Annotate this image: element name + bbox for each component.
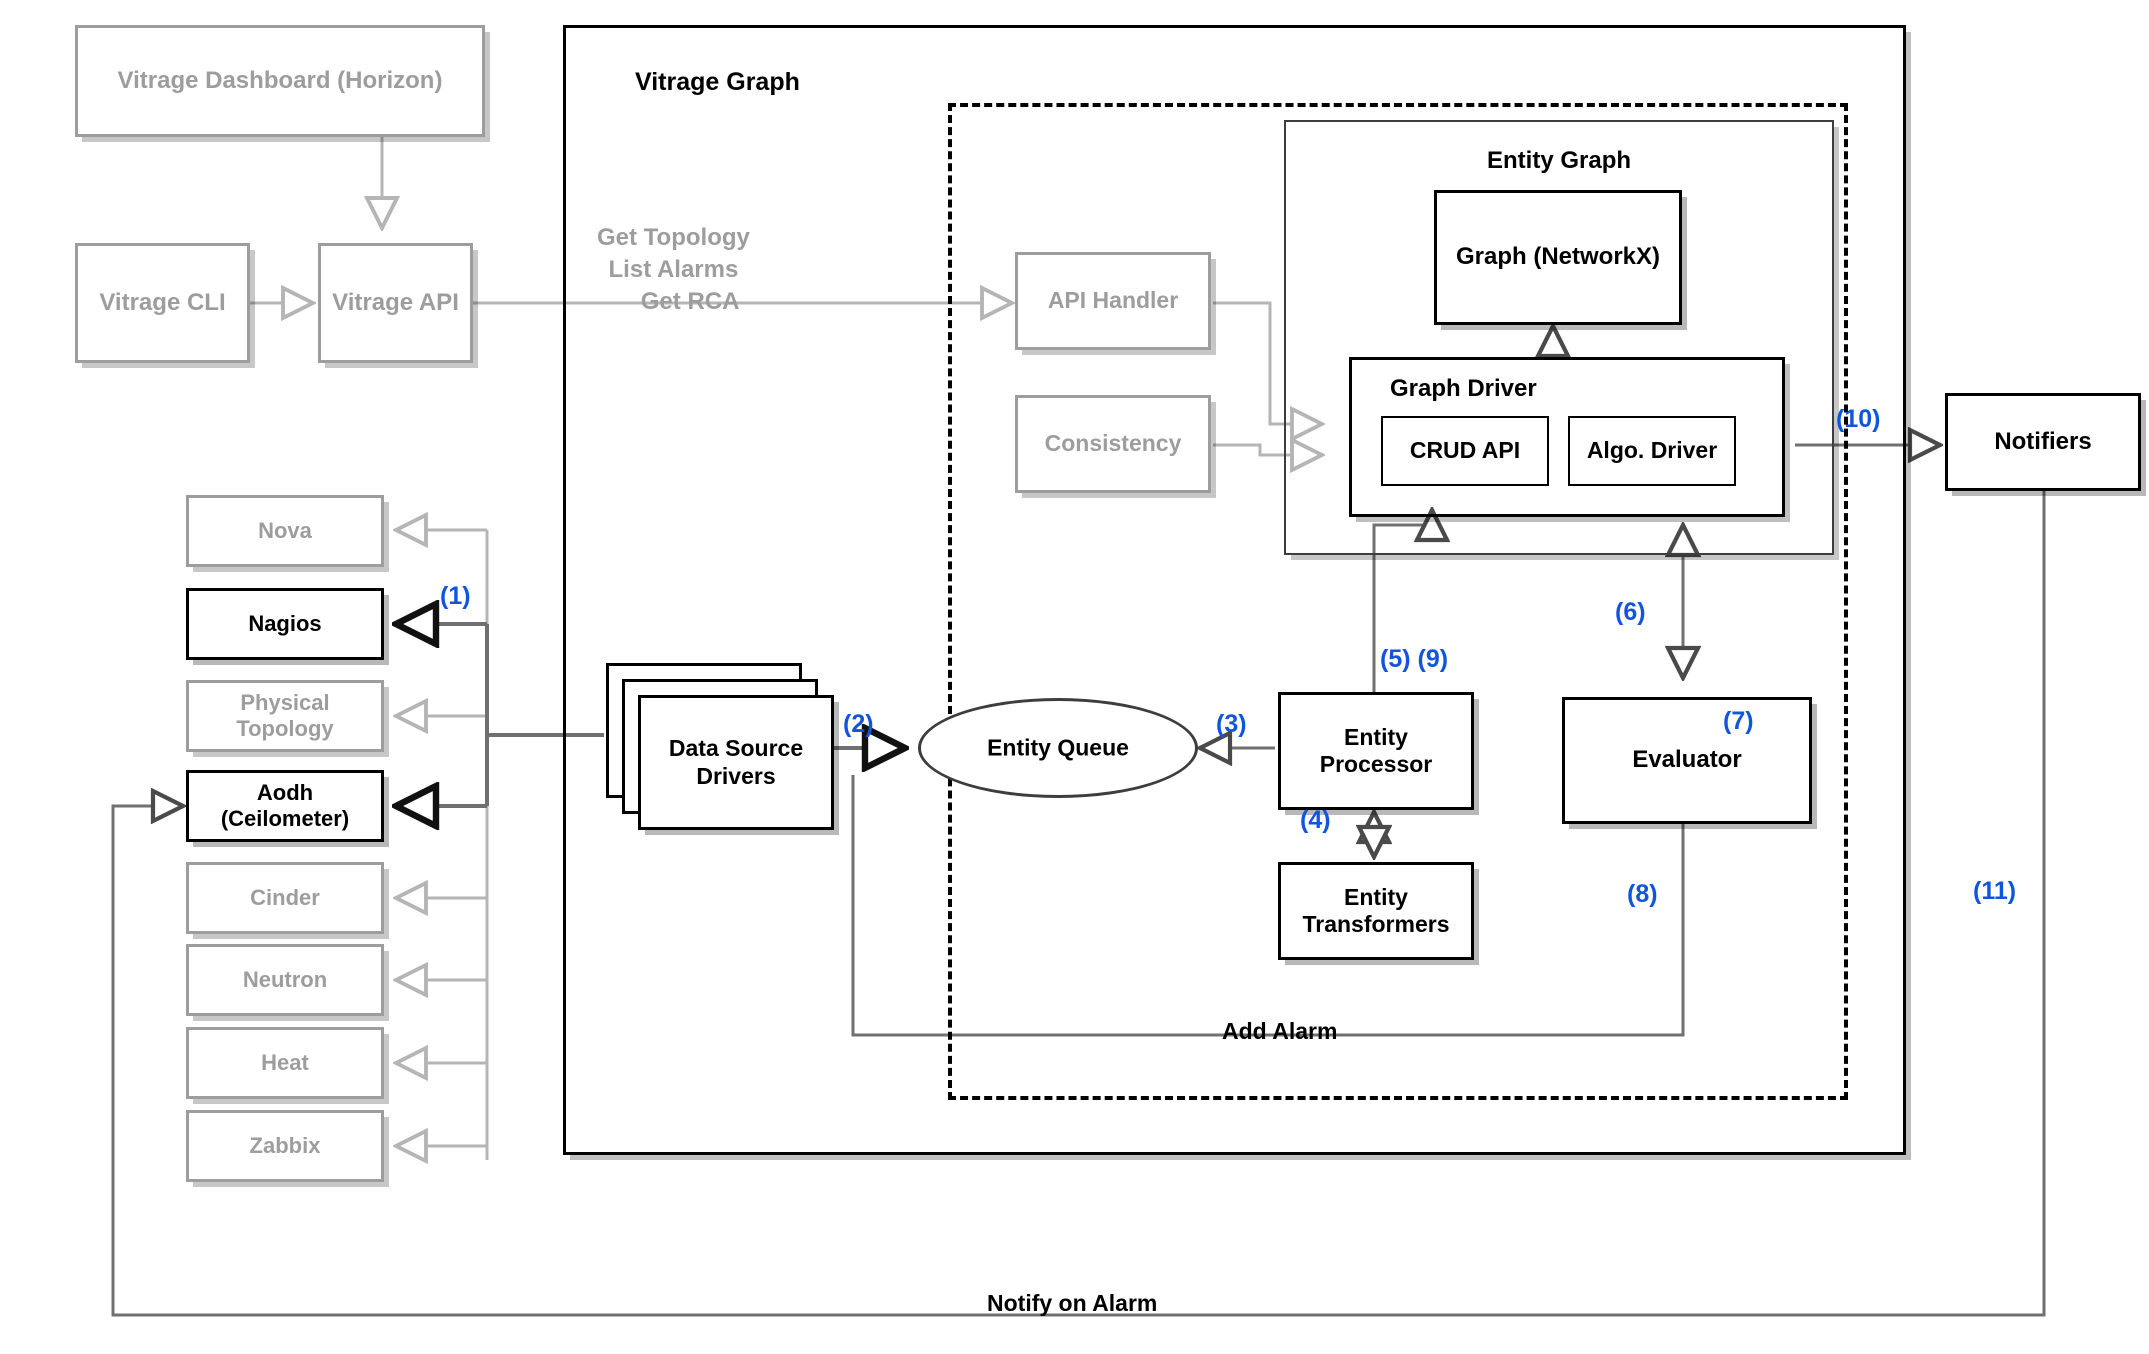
consistency-box[interactable]: Consistency <box>1015 395 1211 493</box>
graph-driver-title: Graph Driver <box>1390 375 1537 402</box>
datasource-physical-topology[interactable]: Physical Topology <box>186 680 384 752</box>
data-source-drivers-box[interactable]: Data Source Drivers <box>638 695 834 830</box>
step-11-label: (11) <box>1973 877 2017 905</box>
step-1-label: (1) <box>440 582 471 610</box>
datasource-cinder[interactable]: Cinder <box>186 862 384 934</box>
vitrage-cli-label: Vitrage CLI <box>99 288 226 316</box>
datasource-label: Nova <box>258 518 312 544</box>
algo-driver-label: Algo. Driver <box>1586 437 1718 464</box>
step-10-label: (10) <box>1836 405 1881 433</box>
datasource-label: Physical Topology <box>236 690 334 741</box>
entity-processor-box[interactable]: Entity Processor <box>1278 692 1474 810</box>
api-handler-box[interactable]: API Handler <box>1015 252 1211 350</box>
add-alarm-label: Add Alarm <box>1222 1018 1338 1044</box>
notify-on-alarm-label: Notify on Alarm <box>987 1290 1158 1316</box>
datasource-nagios[interactable]: Nagios <box>186 588 384 660</box>
step-2-label: (2) <box>843 710 874 738</box>
entity-graph-title: Entity Graph <box>1487 147 1632 174</box>
api-handler-label: API Handler <box>1047 287 1179 314</box>
evaluator-label: Evaluator <box>1632 746 1742 774</box>
datasource-zabbix[interactable]: Zabbix <box>186 1110 384 1182</box>
datasource-neutron[interactable]: Neutron <box>186 944 384 1016</box>
step-6-label: (6) <box>1615 598 1646 626</box>
step-4-label: (4) <box>1300 806 1331 834</box>
vitrage-api-box[interactable]: Vitrage API <box>318 243 473 363</box>
step-3-label: (3) <box>1216 710 1247 738</box>
crud-api-box[interactable]: CRUD API <box>1381 416 1549 486</box>
datasource-label: Zabbix <box>249 1133 321 1159</box>
step-8-label: (8) <box>1627 880 1658 908</box>
datasource-label: Heat <box>261 1050 309 1076</box>
datasource-label: Neutron <box>242 967 328 993</box>
entity-transformers-box[interactable]: Entity Transformers <box>1278 862 1474 960</box>
entity-queue-cylinder[interactable]: Entity Queue <box>918 698 1198 798</box>
algo-driver-box[interactable]: Algo. Driver <box>1568 416 1736 486</box>
step-5-9-label: (5) (9) <box>1380 645 1449 673</box>
notifiers-label: Notifiers <box>1994 427 2092 455</box>
vitrage-dashboard-label: Vitrage Dashboard (Horizon) <box>117 66 443 94</box>
api-calls-label: Get Topology List Alarms Get RCA <box>597 224 750 315</box>
datasource-label: Aodh (Ceilometer) <box>220 780 350 831</box>
graph-networkx-label: Graph (NetworkX) <box>1455 243 1661 271</box>
vitrage-cli-box[interactable]: Vitrage CLI <box>75 243 250 363</box>
consistency-label: Consistency <box>1044 430 1182 457</box>
evaluator-box[interactable]: Evaluator <box>1562 697 1812 824</box>
data-source-drivers-label: Data Source Drivers <box>668 735 804 789</box>
entity-queue-label: Entity Queue <box>987 734 1129 761</box>
vitrage-dashboard-box[interactable]: Vitrage Dashboard (Horizon) <box>75 25 485 137</box>
datasource-label: Nagios <box>248 611 322 637</box>
entity-transformers-label: Entity Transformers <box>1302 883 1450 937</box>
datasource-nova[interactable]: Nova <box>186 495 384 567</box>
datasource-heat[interactable]: Heat <box>186 1027 384 1099</box>
vitrage-api-label: Vitrage API <box>332 288 459 316</box>
datasource-aodh[interactable]: Aodh (Ceilometer) <box>186 770 384 842</box>
graph-networkx-box[interactable]: Graph (NetworkX) <box>1434 190 1682 325</box>
crud-api-label: CRUD API <box>1409 437 1521 464</box>
vitrage-graph-title: Vitrage Graph <box>635 68 800 96</box>
datasource-label: Cinder <box>250 885 320 911</box>
step-7-label: (7) <box>1723 707 1754 735</box>
notifiers-box[interactable]: Notifiers <box>1945 393 2141 491</box>
entity-processor-label: Entity Processor <box>1319 723 1433 777</box>
